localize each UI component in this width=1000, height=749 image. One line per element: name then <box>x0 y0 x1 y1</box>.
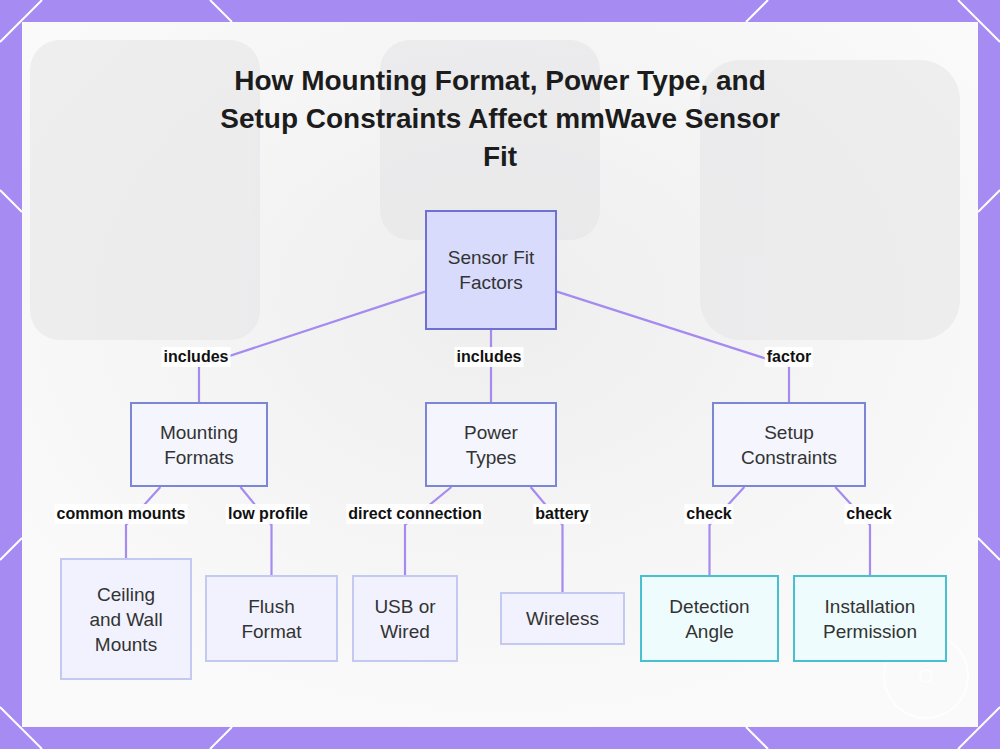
node-label: USB or Wired <box>364 594 446 644</box>
connector-line <box>835 487 870 575</box>
category-box: Power Types <box>425 402 557 487</box>
diagram-title: How Mounting Format, Power Type, and Set… <box>200 62 800 176</box>
edge-label: direct connection <box>346 504 483 524</box>
edge-label: common mounts <box>55 504 188 524</box>
blurred-photo <box>30 40 960 340</box>
connector-line <box>531 487 563 592</box>
logo-mark <box>920 670 932 682</box>
node-label: Flush Format <box>225 594 318 644</box>
panel <box>22 22 978 727</box>
node-label: Setup Constraints <box>734 420 844 470</box>
title-text: How Mounting Format, Power Type, and Set… <box>200 62 800 176</box>
option-box: Ceiling and Wall Mounts <box>60 558 192 680</box>
edge-label: check <box>684 504 733 524</box>
check-box: Installation Permission <box>793 575 947 662</box>
node-label: Wireless <box>526 606 599 631</box>
connector-line <box>199 292 425 402</box>
root-box: Sensor Fit Factors <box>425 210 557 330</box>
node-label: Power Types <box>447 420 535 470</box>
connector-line <box>405 487 451 575</box>
option-box: USB or Wired <box>352 575 458 662</box>
category-box: Setup Constraints <box>712 402 866 487</box>
check-box: Detection Angle <box>640 575 779 662</box>
connector-line <box>557 292 789 402</box>
edge-label: battery <box>533 504 590 524</box>
node-label: Sensor Fit Factors <box>447 245 535 295</box>
connector-line <box>240 487 271 575</box>
node-label: Ceiling and Wall Mounts <box>80 582 172 657</box>
category-box: Mounting Formats <box>130 402 268 487</box>
edge-label: includes <box>455 347 524 367</box>
connector-line <box>710 487 745 575</box>
edge-label: factor <box>765 347 813 367</box>
node-label: Detection Angle <box>660 594 759 644</box>
edge-label: low profile <box>226 504 310 524</box>
option-box: Wireless <box>500 592 625 645</box>
edge-label: check <box>844 504 893 524</box>
node-label: Mounting Formats <box>152 420 246 470</box>
edge-label: includes <box>162 347 231 367</box>
option-box: Flush Format <box>205 575 338 662</box>
node-label: Installation Permission <box>813 594 927 644</box>
